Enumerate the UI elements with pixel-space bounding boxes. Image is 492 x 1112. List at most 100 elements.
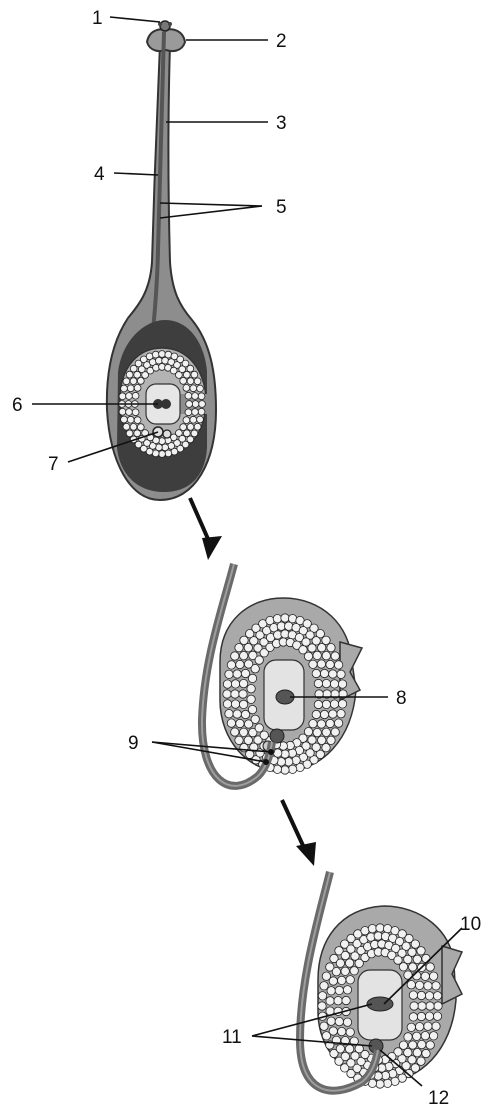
nucellus-cell bbox=[186, 401, 193, 408]
nucellus-cell bbox=[194, 378, 201, 385]
nucellus-cell bbox=[376, 1080, 384, 1088]
nucellus-cell bbox=[418, 1040, 426, 1048]
nucellus-cell bbox=[413, 1049, 421, 1057]
leader-5a bbox=[160, 203, 262, 206]
nucellus-cell bbox=[194, 423, 201, 430]
nucellus-cell bbox=[337, 710, 345, 718]
nucellus-cell bbox=[330, 700, 338, 708]
nucellus-cell bbox=[176, 372, 183, 379]
nucellus-cell bbox=[159, 451, 166, 458]
nucellus-cell bbox=[341, 967, 349, 975]
nucellus-cell bbox=[432, 982, 440, 990]
nucellus-cell bbox=[126, 409, 133, 416]
nucellus-cell bbox=[162, 357, 169, 364]
nucellus-cell bbox=[183, 417, 190, 424]
nucellus-cell bbox=[127, 416, 134, 423]
label-1: 1 bbox=[92, 8, 103, 29]
label-5: 5 bbox=[276, 197, 287, 218]
nucellus-cell bbox=[231, 680, 239, 688]
nucellus-cell bbox=[314, 700, 322, 708]
nucellus-cell bbox=[183, 371, 190, 378]
nucellus-cell bbox=[240, 652, 248, 660]
nucellus-cell bbox=[255, 724, 263, 732]
nucellus-cell bbox=[425, 1012, 433, 1020]
nucellus-cell bbox=[126, 430, 133, 437]
nucellus-cell bbox=[190, 416, 197, 423]
label-8: 8 bbox=[396, 688, 407, 709]
nucellus-cell bbox=[429, 972, 437, 980]
nucellus-cell bbox=[309, 660, 317, 668]
nucellus-cell bbox=[236, 719, 244, 727]
pistil bbox=[107, 21, 216, 500]
nucellus-cell bbox=[335, 1017, 343, 1025]
nucellus-cell bbox=[192, 409, 199, 416]
nucellus-cell bbox=[426, 1041, 434, 1049]
nucellus-cell bbox=[185, 392, 192, 399]
nucellus-cell bbox=[255, 656, 263, 664]
nucellus-cell bbox=[198, 393, 205, 400]
nucellus-cell bbox=[197, 416, 204, 423]
nucellus-cell bbox=[260, 731, 268, 739]
nucellus-cell bbox=[277, 758, 285, 766]
nucellus-cell bbox=[225, 710, 233, 718]
nucellus-cell bbox=[137, 424, 144, 431]
nucellus-cell bbox=[233, 670, 241, 678]
nucellus-cell bbox=[326, 997, 334, 1005]
nucellus-cell bbox=[231, 652, 239, 660]
nucellus-cell bbox=[273, 615, 281, 623]
nucellus-cell bbox=[409, 1013, 417, 1021]
nucellus-cell bbox=[326, 719, 334, 727]
label-7: 7 bbox=[48, 454, 59, 475]
nucellus-cell bbox=[134, 385, 141, 392]
polar-nucleus bbox=[161, 399, 171, 409]
nucellus-cell bbox=[404, 1033, 412, 1041]
nucellus-cell bbox=[251, 715, 259, 723]
label-10: 10 bbox=[460, 914, 481, 935]
leader-1 bbox=[110, 17, 160, 22]
nucellus-cell bbox=[318, 736, 326, 744]
nucellus-cell bbox=[407, 981, 415, 989]
nucellus-cell bbox=[312, 669, 320, 677]
nucellus-cell bbox=[156, 444, 163, 451]
nucellus-cell bbox=[345, 959, 353, 967]
nucellus-cell bbox=[322, 636, 330, 644]
nucellus-cell bbox=[231, 728, 239, 736]
nucellus-cell bbox=[329, 977, 337, 985]
nucellus-cell bbox=[248, 674, 256, 682]
nucellus-cell bbox=[433, 992, 441, 1000]
nucellus-cell bbox=[127, 385, 134, 392]
nucellus-cell bbox=[335, 986, 343, 994]
nucellus-cell bbox=[231, 690, 239, 698]
nucellus-cell bbox=[327, 644, 335, 652]
nucellus-cell bbox=[336, 1045, 344, 1053]
nucellus-cell bbox=[251, 665, 259, 673]
nucellus-cell bbox=[313, 728, 321, 736]
nucellus-cell bbox=[162, 444, 169, 451]
nucellus-cell bbox=[337, 670, 345, 678]
nucellus-cell bbox=[417, 991, 425, 999]
nucellus-cell bbox=[130, 424, 137, 431]
arrow-down-1 bbox=[190, 498, 222, 560]
nucellus-cell bbox=[247, 695, 255, 703]
nucellus-cell bbox=[121, 416, 128, 423]
nucellus-cell bbox=[191, 430, 198, 437]
nucellus-cell bbox=[304, 652, 312, 660]
nucellus-cell bbox=[322, 728, 330, 736]
nucellus-cell bbox=[309, 720, 317, 728]
nucellus-cell bbox=[183, 385, 190, 392]
nucellus-cell bbox=[331, 652, 339, 660]
nucellus-cell bbox=[239, 690, 247, 698]
nucellus-cell bbox=[345, 1045, 353, 1053]
nucellus-cell bbox=[227, 661, 235, 669]
nucellus-cell bbox=[236, 660, 244, 668]
nucellus-cell bbox=[413, 955, 421, 963]
nucellus-cell bbox=[415, 1022, 423, 1030]
nucellus-cell bbox=[409, 963, 417, 971]
nucellus-cell bbox=[346, 1028, 354, 1036]
nucellus-cell bbox=[199, 401, 206, 408]
nucellus-cell bbox=[119, 408, 126, 415]
nucellus-cell bbox=[156, 357, 163, 364]
nucellus-cell bbox=[322, 679, 330, 687]
arrow-down-2 bbox=[282, 800, 316, 866]
